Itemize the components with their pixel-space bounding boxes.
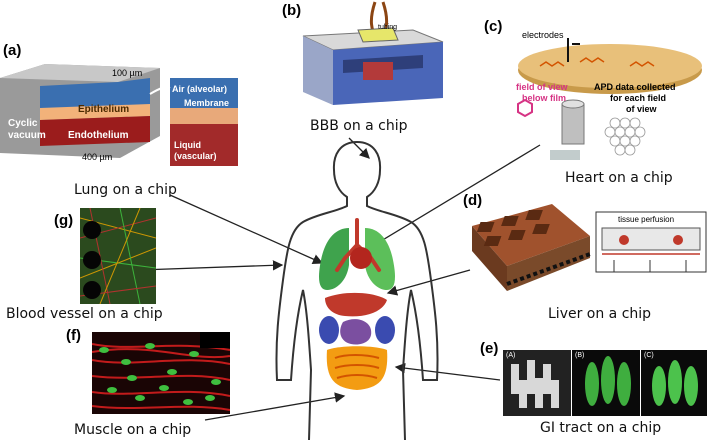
- panel-a-letter: (a): [3, 42, 22, 59]
- lung-epithelium-label: Epithelium: [78, 104, 130, 115]
- heart-chip-illustration: [517, 38, 702, 160]
- kidney-right: [375, 316, 395, 344]
- panel-g-letter: (g): [54, 212, 74, 229]
- liver-caption: Liver on a chip: [548, 306, 652, 322]
- bbb-caption: BBB on a chip: [310, 118, 408, 134]
- endothelium-layer: [40, 116, 150, 146]
- panel-f-letter: (f): [66, 327, 81, 344]
- lung-caption: Lung on a chip: [74, 182, 177, 198]
- muscle-image: [92, 332, 230, 414]
- liver-perfusion-diagram: [595, 211, 707, 273]
- blood-vessel-caption: Blood vessel on a chip: [6, 306, 163, 322]
- liver: [325, 292, 387, 317]
- arrow-blood-vessel: [139, 260, 284, 271]
- lung-vascular-label: (vascular): [174, 151, 217, 161]
- heart-fov-label-1: field of view: [516, 82, 568, 92]
- gi-image-c: [641, 350, 707, 416]
- heart-apd-label-1: APD data collected: [594, 82, 676, 92]
- arrow-liver: [386, 269, 471, 296]
- lung-endothelium-label: Endothelium: [68, 130, 129, 141]
- lung-liquid-label: Liquid: [174, 140, 201, 150]
- stomach: [340, 319, 372, 345]
- lung-left: [319, 228, 349, 290]
- panel-d-letter: (d): [463, 192, 483, 209]
- heart-caption: Heart on a chip: [565, 170, 673, 186]
- gi-label-b: (B): [575, 352, 585, 359]
- heart-electrodes-label: electrodes: [522, 30, 564, 40]
- heart: [350, 247, 372, 269]
- lung-vacuum-label: vacuum: [8, 130, 46, 141]
- body-outline: [275, 141, 439, 440]
- panel-e-letter: (e): [480, 340, 499, 357]
- liver-perfusion-label: tissue perfusion: [618, 215, 675, 224]
- lung-membrane-label: Membrane: [184, 98, 230, 108]
- arrow-heart: [364, 144, 541, 251]
- arrow-gi: [394, 362, 501, 381]
- heart-apd-label-3: of view: [626, 104, 657, 114]
- arrow-lung: [169, 194, 324, 265]
- lung-width-label: 400 µm: [82, 152, 113, 162]
- heart-fov-label-2: below film: [522, 93, 567, 103]
- gi-label-a: (A): [506, 352, 516, 359]
- muscle-caption: Muscle on a chip: [74, 422, 192, 438]
- lung-air-label: Air (alveolar): [172, 84, 228, 94]
- bbb-chip-illustration: [302, 1, 444, 105]
- lung-cyclic-label: Cyclic: [8, 118, 38, 129]
- heart-apd-label-2: for each field: [610, 93, 667, 103]
- lung-right: [365, 228, 395, 290]
- gi-image-b: [572, 350, 640, 416]
- arrow-muscle: [204, 392, 346, 421]
- panel-b-letter: (b): [282, 2, 302, 19]
- bbb-tubing-label: tubing: [378, 24, 398, 31]
- gi-label-c: (C): [644, 352, 654, 359]
- kidney-left: [319, 316, 339, 344]
- panel-c-letter: (c): [484, 18, 503, 35]
- lung-thickness-label: 100 µm: [112, 68, 143, 78]
- liver-chip-illustration: [472, 204, 591, 291]
- epithelium-layer: [40, 104, 150, 120]
- blood-vessel-image: [80, 208, 156, 304]
- gi-caption: GI tract on a chip: [540, 420, 662, 436]
- gi-image-a: [503, 350, 571, 416]
- human-body-illustration: [275, 141, 439, 440]
- lung-chip-illustration: [0, 64, 238, 166]
- field-of-view-hexagon: [517, 98, 533, 118]
